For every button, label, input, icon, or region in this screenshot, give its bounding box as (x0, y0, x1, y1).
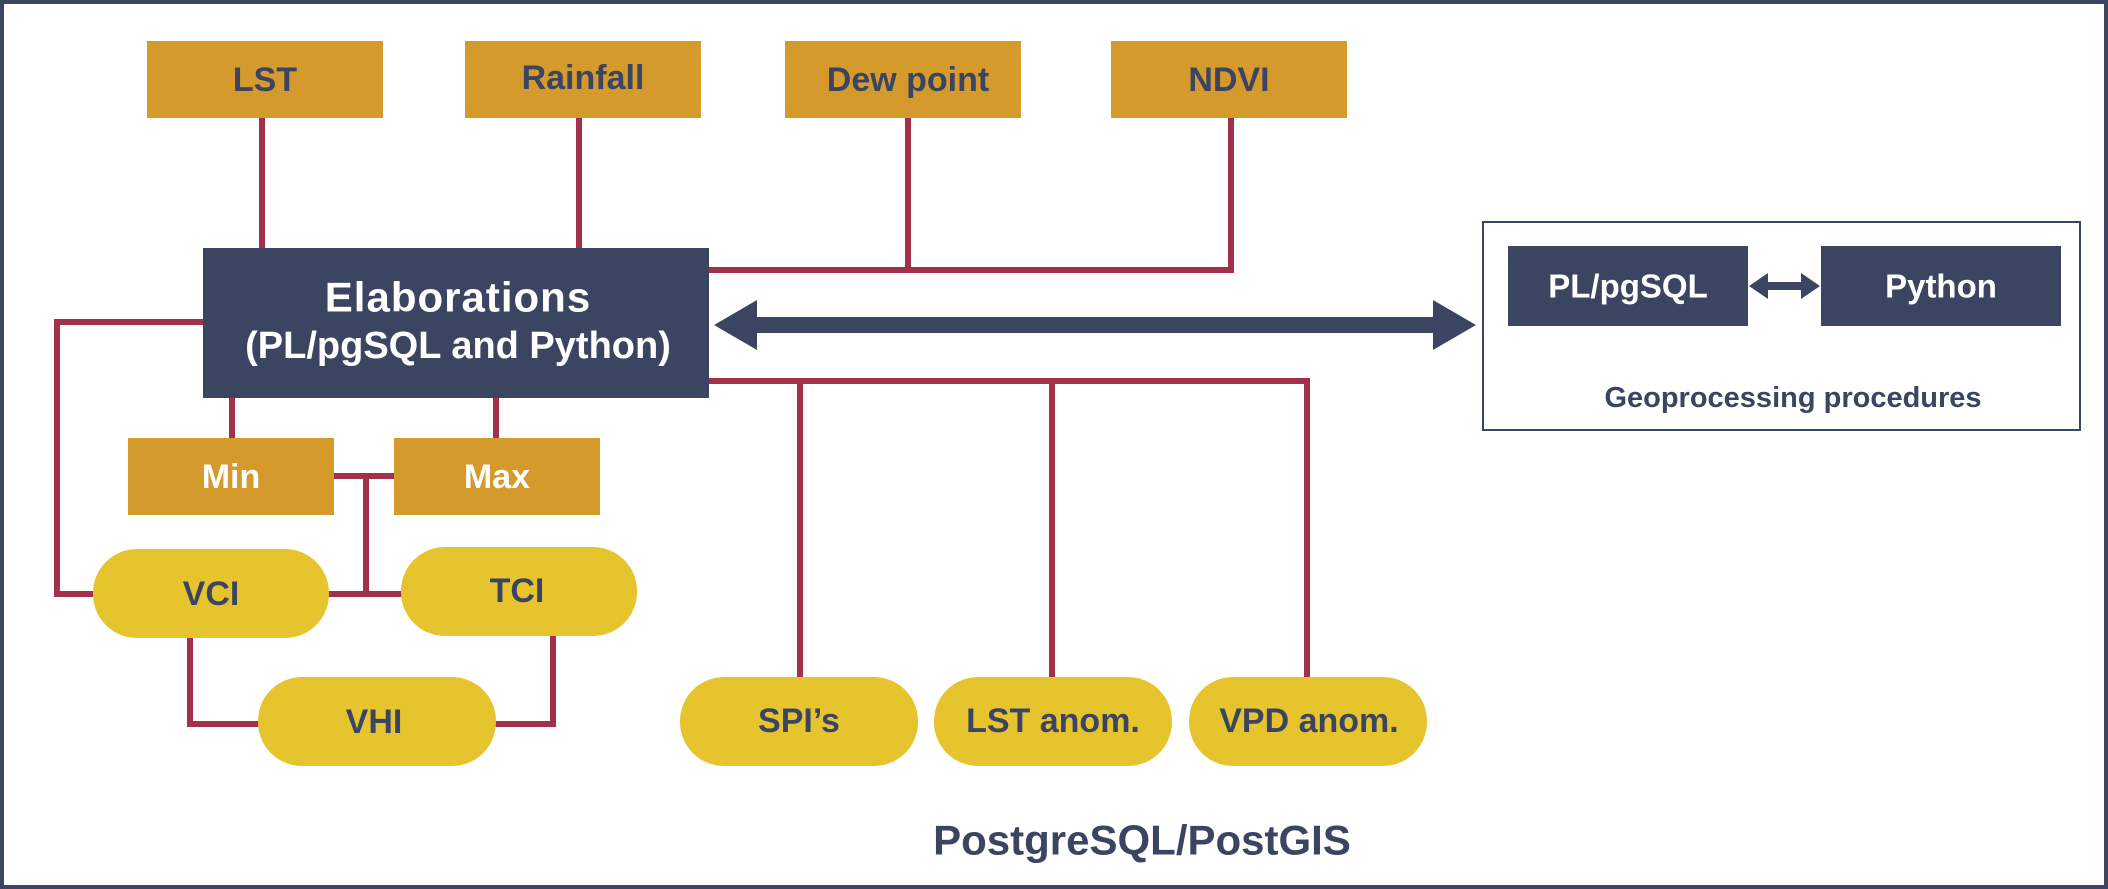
elaborations-subtitle: (PL/pgSQL and Python) (245, 325, 671, 367)
elaborations-box: Elaborations (PL/pgSQL and Python) (203, 248, 709, 398)
index-pill-tci: TCI (401, 547, 637, 636)
index-label-tci: TCI (490, 572, 545, 610)
stat-label-max: Max (464, 458, 530, 496)
connectors (54, 110, 1310, 727)
connector-tci-vhi (494, 636, 556, 727)
input-box-lst: LST (147, 41, 383, 118)
input-box-ndvi: NDVI (1111, 41, 1347, 118)
input-label-dew-point: Dew point (827, 61, 989, 99)
connector-vci-left (54, 319, 203, 597)
index-pill-spi: SPI’s (680, 677, 918, 766)
stat-label-min: Min (202, 458, 261, 496)
index-label-lst-anom: LST anom. (966, 702, 1140, 740)
geoprocessing-caption: Geoprocessing procedures (1604, 382, 1981, 414)
geoprocessing-box-python (1821, 246, 2061, 326)
connector-anomalies (708, 378, 1310, 678)
stat-box-max: Max (394, 438, 600, 515)
input-label-ndvi: NDVI (1188, 61, 1269, 99)
database-label: PostgreSQL/PostGIS (933, 817, 1351, 864)
index-pill-vpd-anom: VPD anom. (1189, 677, 1427, 766)
input-box-rainfall: Rainfall (465, 41, 701, 118)
geoprocessing-label-python: Python (1885, 268, 1997, 305)
input-label-lst: LST (233, 61, 297, 99)
double-arrow-elaborations-geoprocessing (714, 300, 1476, 350)
input-box-dew-point: Dew point (785, 41, 1021, 118)
geoprocessing-label-plpgsql: PL/pgSQL (1548, 268, 1708, 305)
index-pill-lst-anom: LST anom. (934, 677, 1172, 766)
connector-vci-vhi (187, 638, 260, 727)
index-label-vhi: VHI (346, 703, 403, 741)
index-label-vci: VCI (183, 575, 240, 613)
input-label-rainfall: Rainfall (522, 59, 645, 97)
index-label-spi: SPI’s (758, 702, 840, 740)
connector-dewpoint-ndvi (708, 110, 1234, 273)
small-double-arrow (1749, 273, 1820, 299)
index-label-vpd-anom: VPD anom. (1219, 702, 1398, 740)
stat-box-min: Min (128, 438, 334, 515)
geoprocessing-box-plpgsql (1508, 246, 1748, 326)
elaborations-title: Elaborations (325, 274, 591, 321)
index-pill-vhi: VHI (258, 677, 496, 766)
index-pill-vci: VCI (93, 549, 329, 638)
geoprocessing-panel: PL/pgSQL Python Geoprocessing procedures (1482, 221, 2081, 431)
